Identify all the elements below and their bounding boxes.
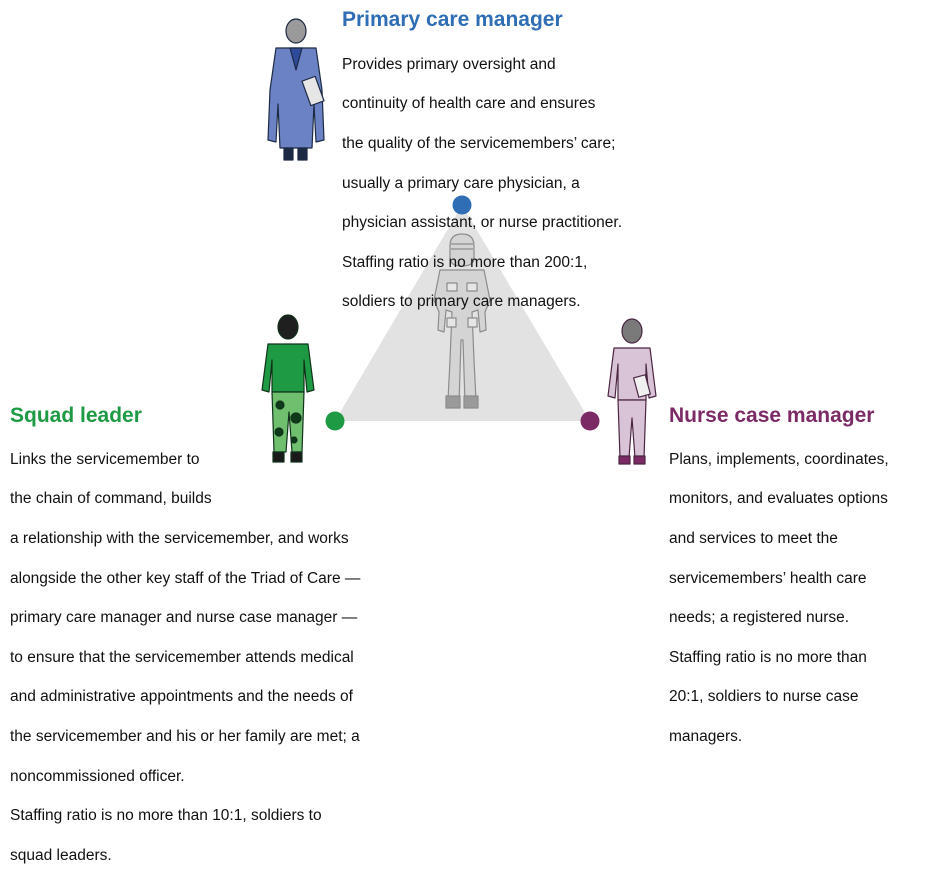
primary-care-line: Staffing ratio is no more than 200:1, xyxy=(342,253,588,271)
squad-leader-title: Squad leader xyxy=(10,404,142,427)
nurse-case-node xyxy=(580,411,600,431)
primary-care-line: Provides primary oversight and xyxy=(342,55,556,73)
nurse-case-title: Nurse case manager xyxy=(669,404,875,427)
squad-leader-line: Staffing ratio is no more than 10:1, sol… xyxy=(10,807,322,825)
squad-leader-line: Links the servicemember to xyxy=(10,450,200,468)
squad-leader-line: the chain of command, builds xyxy=(10,490,212,508)
squad-leader-line: the servicemember and his or her family … xyxy=(10,727,360,745)
primary-care-node xyxy=(452,195,472,215)
primary-care-line: usually a primary care physician, a xyxy=(342,174,580,192)
squad-leader-line: alongside the other key staff of the Tri… xyxy=(10,569,361,587)
primary-care-title: Primary care manager xyxy=(342,8,563,31)
nurse-case-line: servicemembers’ health care xyxy=(669,569,867,587)
squad-leader-line: and administrative appointments and the … xyxy=(10,688,353,706)
nurse-case-line: monitors, and evaluates options xyxy=(669,490,888,508)
primary-care-line: continuity of health care and ensures xyxy=(342,95,596,113)
squad-leader-line: a relationship with the servicemember, a… xyxy=(10,529,349,547)
primary-care-line: soldiers to primary care managers. xyxy=(342,293,581,311)
squad-leader-line: squad leaders. xyxy=(10,846,112,864)
nurse-case-line: and services to meet the xyxy=(669,529,838,547)
squad-leader-node xyxy=(325,411,345,431)
squad-leader-description: Links the servicemember to the chain of … xyxy=(10,430,360,885)
nurse-case-line: needs; a registered nurse. xyxy=(669,609,850,627)
primary-care-description: Provides primary oversight and continuit… xyxy=(342,35,622,332)
nurse-in-scrubs-icon xyxy=(607,318,657,465)
nurse-case-line: managers. xyxy=(669,727,743,745)
nurse-case-line: Plans, implements, coordinates, xyxy=(669,450,889,468)
soldier-in-camouflage-icon xyxy=(261,314,315,463)
squad-leader-line: primary care manager and nurse case mana… xyxy=(10,609,358,627)
primary-care-line: the quality of the servicemembers’ care; xyxy=(342,134,616,152)
primary-care-line: physician assistant, or nurse practition… xyxy=(342,214,622,232)
nurse-case-description: Plans, implements, coordinates, monitors… xyxy=(669,430,889,767)
triad-diagram xyxy=(261,18,657,465)
wounded-servicemember-icon xyxy=(433,233,491,409)
squad-leader-line: noncommissioned officer. xyxy=(10,767,185,785)
physician-in-lab-coat-icon xyxy=(267,18,325,161)
nurse-case-line: 20:1, soldiers to nurse case xyxy=(669,688,859,706)
squad-leader-line: to ensure that the servicemember attends… xyxy=(10,648,354,666)
nurse-case-line: Staffing ratio is no more than xyxy=(669,648,867,666)
